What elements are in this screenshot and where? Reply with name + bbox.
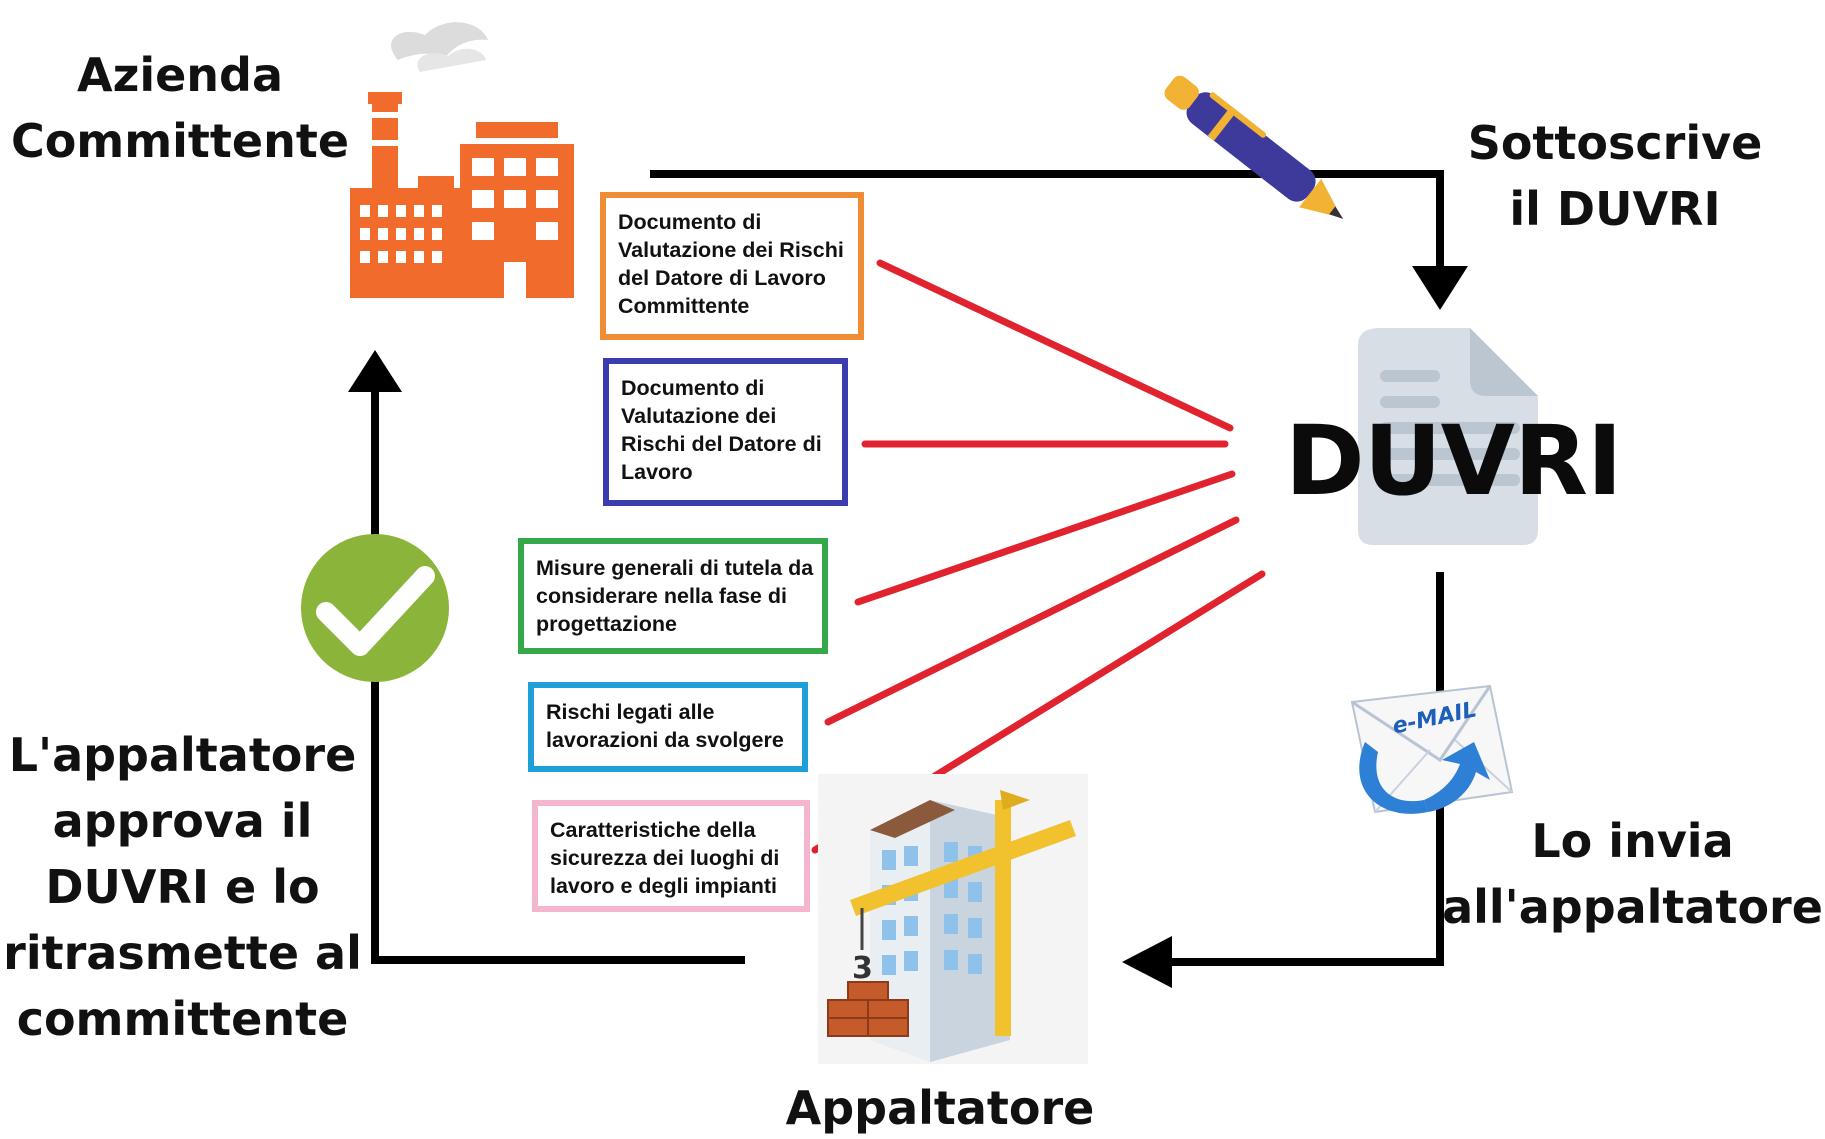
svg-text:3: 3 bbox=[852, 951, 873, 986]
box-misure-tutela: Misure generali di tutela da considerare… bbox=[518, 538, 828, 654]
construction-icon: 3 bbox=[818, 774, 1088, 1064]
duvri-connectors bbox=[811, 259, 1266, 854]
factory-icon bbox=[350, 22, 574, 298]
email-icon: e-MAIL bbox=[1350, 684, 1514, 814]
arrowhead-down-duvri bbox=[1412, 266, 1468, 310]
connector-box-4 bbox=[824, 516, 1240, 726]
label-sottoscrive: Sottoscrive il DUVRI bbox=[1467, 116, 1763, 236]
arrowhead-left-appaltatore bbox=[1122, 936, 1172, 988]
box-rischi-lavorazioni: Rischi legati alle lavorazioni da svolge… bbox=[528, 682, 808, 772]
label-approva: L'appaltatore approva il DUVRI e lo ritr… bbox=[3, 728, 362, 1046]
arrowhead-up-committente bbox=[348, 350, 402, 392]
label-appaltatore: Appaltatore bbox=[785, 1081, 1095, 1135]
box-dvr-committente: Documento di Valutazione dei Rischi del … bbox=[600, 192, 864, 340]
pen-icon bbox=[1164, 75, 1344, 219]
check-icon bbox=[301, 534, 449, 682]
connector-box-1 bbox=[876, 259, 1234, 432]
document-icon bbox=[1358, 328, 1538, 545]
box-dvr-datore: Documento di Valutazione dei Rischi del … bbox=[603, 358, 848, 506]
connector-box-3 bbox=[854, 470, 1236, 606]
arrow-committente-to-duvri bbox=[650, 170, 1444, 268]
box-caratteristiche-sicurezza: Caratteristiche della sicurezza dei luog… bbox=[532, 800, 810, 912]
label-azienda-committente: Azienda Committente bbox=[10, 48, 350, 168]
label-duvri: DUVRI bbox=[1285, 405, 1623, 517]
label-lo-invia: Lo invia all'appaltatore bbox=[1442, 814, 1823, 934]
